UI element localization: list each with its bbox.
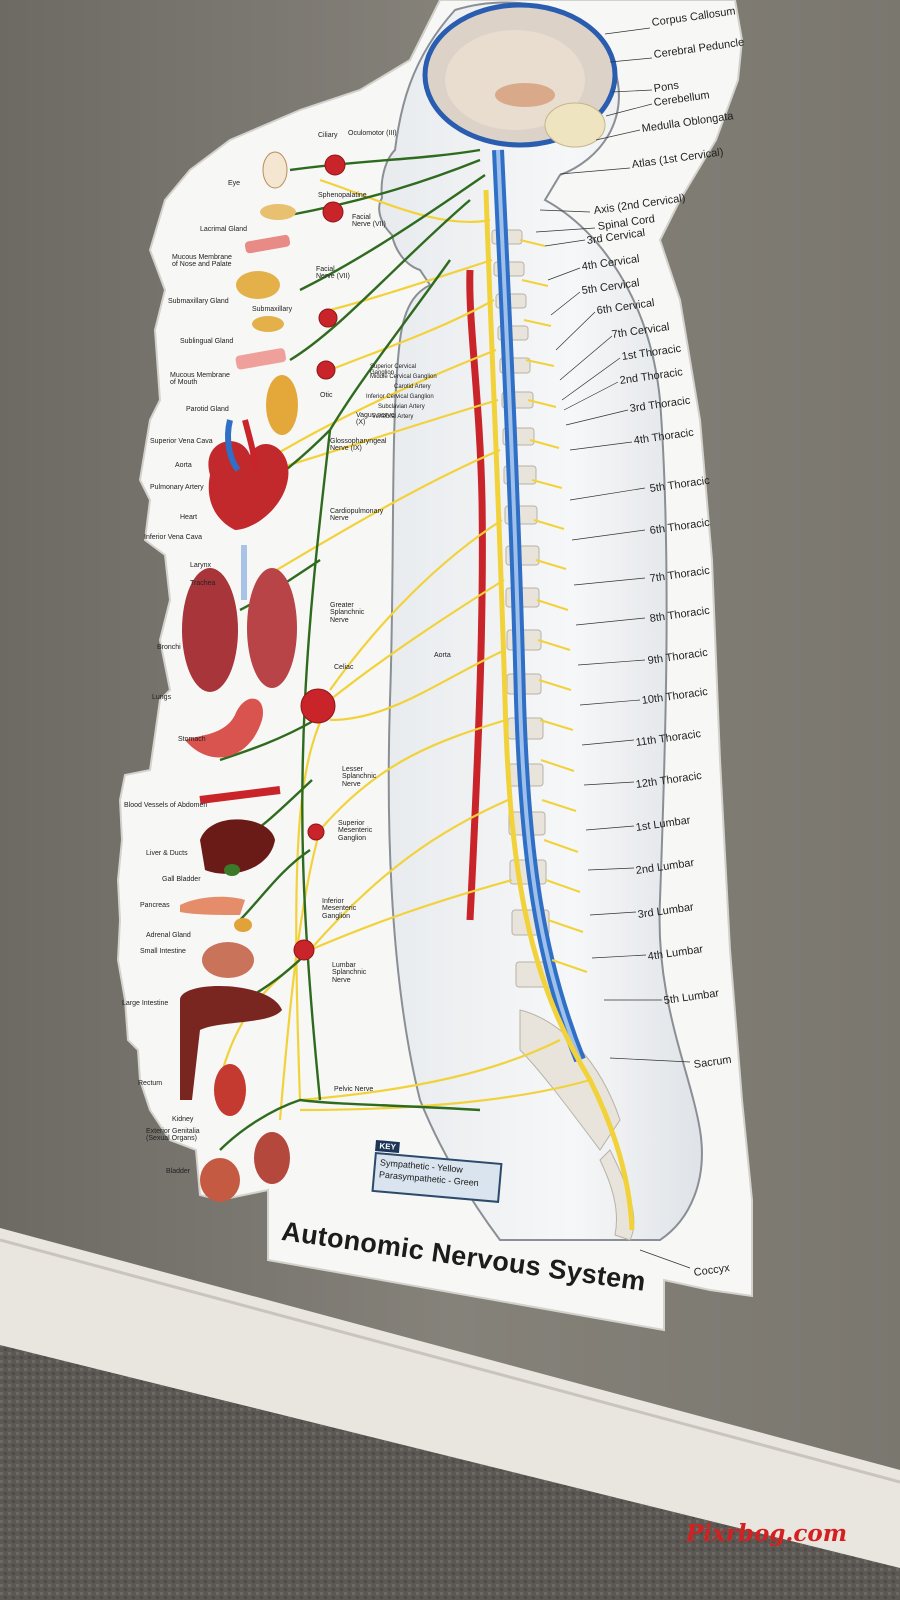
label-organ: Eye [228, 180, 241, 187]
label-nerve: Vagus nerve (X) [356, 412, 395, 427]
label-organ: Small Intestine [140, 948, 186, 955]
legend-key-body: Sympathetic - Yellow Parasympathetic - G… [371, 1151, 503, 1203]
label-organ: Mucous Membrane of Mouth [170, 372, 230, 387]
label-nerve: Otic [320, 392, 333, 399]
kidney [214, 1064, 246, 1116]
legend-key-heading: KEY [375, 1140, 401, 1154]
label-organ: Large Intestine [122, 1000, 169, 1007]
sympathetic-trunk [483, 189, 635, 1231]
label-organ: Liver & Ducts [146, 850, 188, 857]
heart [208, 441, 289, 530]
label-nerve: Submaxillary [252, 306, 293, 313]
left-lung [182, 568, 238, 692]
cerebellum [544, 102, 606, 148]
label-organ: Sublingual Gland [180, 338, 234, 345]
bladder [200, 1158, 240, 1202]
organ-illustrations [180, 151, 298, 1202]
label-nerve: Cardiopulmonary Nerve [330, 508, 384, 523]
label-organ: Pulmonary Artery [150, 484, 204, 491]
label-organ: Exterior Genitalia (Sexual Organs) [146, 1128, 200, 1143]
parotid-gland [266, 375, 298, 435]
eye [262, 151, 288, 189]
label-nerve: Celiac [334, 664, 354, 671]
label-nerve: Superior Mesenteric Ganglion [338, 820, 373, 842]
label-nerve: Lesser Splanchnic Nerve [342, 766, 377, 788]
celiac-ganglion [300, 688, 336, 724]
leader-lines [535, 27, 691, 1269]
liver [200, 819, 275, 874]
label-nerve: Ciliary [318, 132, 338, 139]
gall-bladder [224, 864, 240, 876]
body-silhouette [378, 1, 703, 1241]
label-nerve: Facial Nerve (VII) [352, 214, 386, 229]
label-organ: Submaxillary Gland [168, 298, 229, 305]
label-organ: Adrenal Gland [146, 932, 191, 939]
label-organ: Blood Vessels of Abdomen [124, 802, 208, 809]
carpet [0, 1340, 900, 1600]
large-intestine [180, 986, 282, 1100]
submaxillary-ganglion [318, 308, 338, 328]
label-organ: Pancreas [140, 902, 170, 909]
label-organ: Gall Bladder [162, 876, 201, 883]
label-organ: Kidney [172, 1116, 194, 1123]
label-organ: Inferior Vena Cava [144, 534, 202, 541]
label-organ: Lungs [152, 694, 172, 701]
small-intestine [202, 942, 254, 978]
label-organ: Bronchi [157, 644, 181, 651]
label-organ: Parotid Gland [186, 406, 229, 413]
lacrimal-gland [260, 204, 296, 220]
label-nerve: Greater Splanchnic Nerve [330, 602, 365, 624]
label-nerve: Subclavian Artery [378, 404, 425, 410]
label-nerve: Facial Nerve (VII) [316, 266, 350, 281]
label-nerve: Middle Cervical Ganglion [370, 374, 437, 380]
label-nerve: Glossopharyngeal Nerve (IX) [330, 438, 387, 453]
label-nerve: Inferior Mesenteric Ganglion [322, 898, 357, 920]
pancreas [180, 896, 245, 915]
label-nerve: Inferior Cervical Ganglion [366, 394, 434, 400]
blood-vessels-abdomen [199, 786, 281, 804]
label-organ: Stomach [178, 736, 206, 743]
sublingual-gland [252, 316, 284, 332]
ciliary-ganglion [324, 154, 346, 176]
genitalia [254, 1132, 290, 1184]
label-organ: Larynx [190, 562, 212, 569]
baseboard [0, 1228, 900, 1568]
label-nerve: Pelvic Nerve [334, 1086, 374, 1093]
inferior-mesenteric-ganglion [293, 939, 315, 961]
label-organ: Rectum [138, 1080, 163, 1087]
label-organ: Trachea [190, 580, 216, 587]
superior-mesenteric-ganglion [307, 823, 325, 841]
label-nerve: Aorta [434, 652, 451, 659]
stomach [185, 698, 263, 758]
label-organ: Mucous Membrane of Nose and Palate [172, 254, 232, 269]
label-organ: Lacrimal Gland [200, 226, 248, 233]
label-nerve: Vertebral Artery [372, 414, 414, 420]
label-organ: Heart [180, 514, 198, 521]
label-nerve: Carotid Artery [394, 384, 431, 390]
label-nerve: Superior Cervical Ganglion [370, 364, 417, 377]
mouth-membrane [235, 348, 287, 370]
label-organ: Aorta [175, 462, 192, 469]
label-nerve: Sphenopalatine [318, 192, 367, 199]
otic-ganglion [316, 360, 336, 380]
label-nerve: Oculomotor (III) [348, 130, 397, 137]
spinal-nerve-roots [519, 239, 588, 973]
ganglia [293, 154, 346, 961]
adrenal-gland [234, 918, 252, 932]
nose-membrane [244, 234, 291, 254]
aorta [466, 269, 486, 921]
submaxillary-gland [236, 271, 280, 299]
right-lung [247, 568, 297, 688]
sphenopalatine-ganglion [322, 201, 344, 223]
legend-key: KEY Sympathetic - Yellow Parasympathetic… [370, 1140, 505, 1215]
label-organ: Superior Vena Cava [150, 438, 213, 445]
watermark: Pixrbog.com [686, 1520, 848, 1547]
label-organ: Bladder [166, 1168, 191, 1175]
label-nerve: Lumbar Splanchnic Nerve [332, 962, 367, 984]
